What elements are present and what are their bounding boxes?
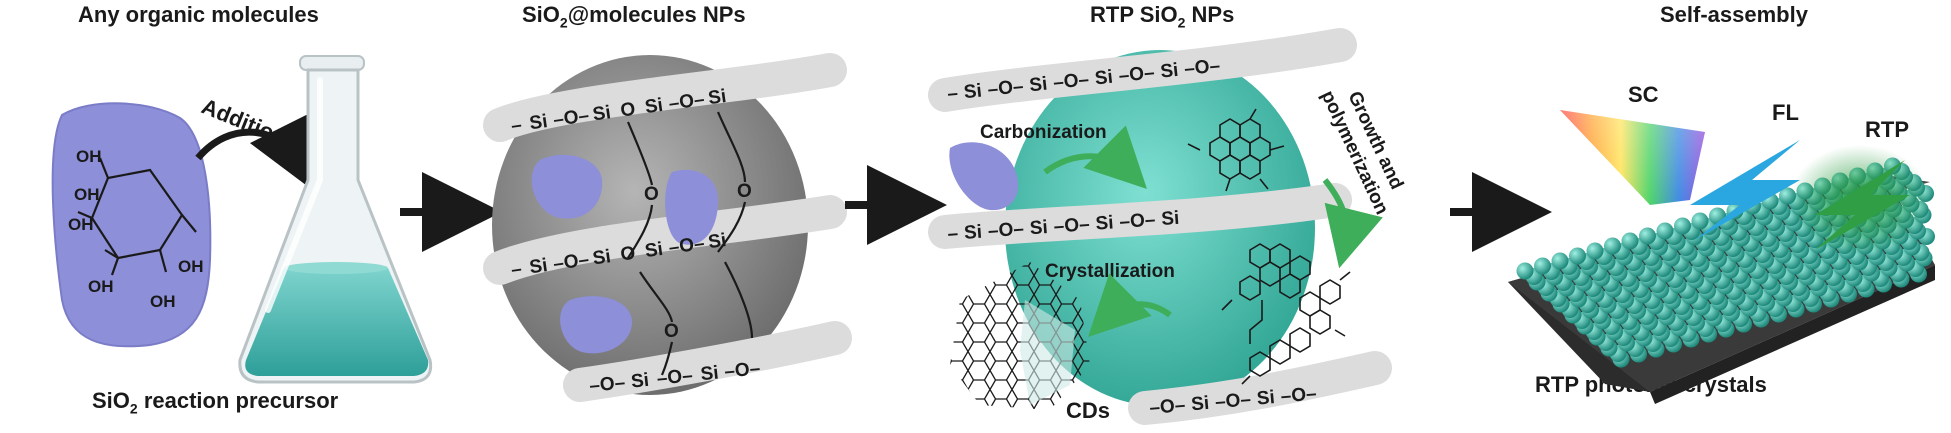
sphere: [1551, 252, 1569, 270]
embedded-molecule-2: [665, 169, 719, 245]
embedded-molecule-1: [531, 154, 603, 219]
chain-text-p2-bottom: –O–Si–O–Si–O–: [588, 358, 761, 397]
sphere: [1586, 242, 1604, 260]
crosslink-o-3: O: [664, 321, 679, 342]
panel1: OH OH OH OH OH OH Addition: [51, 55, 502, 384]
panel2-title-sub: 2: [559, 14, 568, 31]
fl-label: FL: [1772, 100, 1799, 125]
chain-band-top: [483, 53, 847, 142]
chain-text-p3-mid: –Si–O–Si–O–Si–O–Si: [947, 208, 1180, 245]
organic-molecule-blob: [51, 102, 212, 348]
panel1-caption-prefix: SiO: [92, 388, 130, 413]
graphitic-fragment-1: [1187, 108, 1285, 192]
carbonization-label: Carbonization: [980, 122, 1107, 143]
panel1-caption-sub: 2: [129, 400, 138, 417]
oh-label-2: OH: [74, 185, 100, 204]
sphere: [1656, 222, 1674, 240]
substrate-side: [1650, 265, 1935, 404]
carbonization-arrow: [1043, 125, 1147, 189]
panel3-title-sub: 2: [1177, 14, 1186, 31]
oh-label-1: OH: [76, 147, 102, 166]
oh-label-6: OH: [150, 292, 176, 311]
chain-text-p3-top: –Si–O–Si–O–Si–O–Si–O–: [946, 55, 1221, 105]
crystallization-label: Crystallization: [1045, 261, 1175, 282]
sphere: [1534, 257, 1551, 275]
sphere: [1621, 232, 1639, 250]
panel2-title-suffix: @molecules NPs: [567, 2, 746, 27]
sphere: [1639, 227, 1656, 245]
chain-text-p3-bottom: –O–Si–O–Si–O–: [1149, 383, 1318, 419]
rtp-bolt: [1815, 160, 1910, 250]
embedded-molecule-3: [560, 296, 632, 354]
crosslink-o-2: O: [737, 181, 752, 202]
sphere: [1569, 247, 1586, 265]
inositol-structure: [77, 157, 197, 276]
fluorescence-bolt: [1690, 140, 1800, 240]
cds-label: CDs: [1066, 398, 1110, 423]
panel1-title: Any organic molecules: [78, 2, 319, 27]
sphere: [1604, 237, 1621, 255]
chain-band-p3-top: [928, 28, 1357, 112]
panel3: –Si–O–Si–O–Si–O–Si–O– –Si–O–Si–O–Si–O–Si…: [928, 28, 1552, 425]
reaction-flask: [238, 55, 433, 384]
sphere: [1674, 217, 1691, 235]
carbon-dot-lattice: [950, 262, 1090, 410]
graphitic-fragment-2: [1221, 243, 1351, 385]
crosslink-o-1: O: [644, 184, 659, 205]
panel4-title: Self-assembly: [1660, 2, 1808, 27]
panel3-title-suffix: NPs: [1185, 2, 1235, 27]
sc-label: SC: [1628, 82, 1659, 107]
panel1-caption: SiO2 reaction precursor: [92, 388, 338, 416]
chain-band-p3-mid: [928, 183, 1352, 249]
chain-band-p3-bottom: [1128, 351, 1392, 425]
addition-arrow: [195, 111, 313, 191]
chain-band-bottom: [563, 321, 852, 402]
sphere: [1516, 262, 1534, 280]
sphere: [1691, 212, 1709, 230]
growth-arrow: [1322, 178, 1383, 269]
oh-label-3: OH: [68, 215, 94, 234]
panel3-title-prefix: RTP SiO: [1090, 2, 1178, 27]
precursor-molecule: [949, 142, 1019, 211]
rtp-label: RTP: [1865, 117, 1909, 142]
chain-band-mid: [483, 195, 847, 285]
crystallization-arrow: [1088, 273, 1172, 337]
panel3-title: RTP SiO2 NPs: [1090, 2, 1234, 30]
panel4: SC FL RTP: [1508, 82, 1935, 404]
panel2-title-prefix: SiO: [522, 2, 560, 27]
panel1-caption-suffix: reaction precursor: [137, 388, 339, 413]
oh-label-5: OH: [88, 277, 114, 296]
flask-liquid: [245, 268, 429, 376]
oh-label-4: OH: [178, 257, 204, 276]
panel2-title: SiO2@molecules NPs: [522, 2, 746, 30]
